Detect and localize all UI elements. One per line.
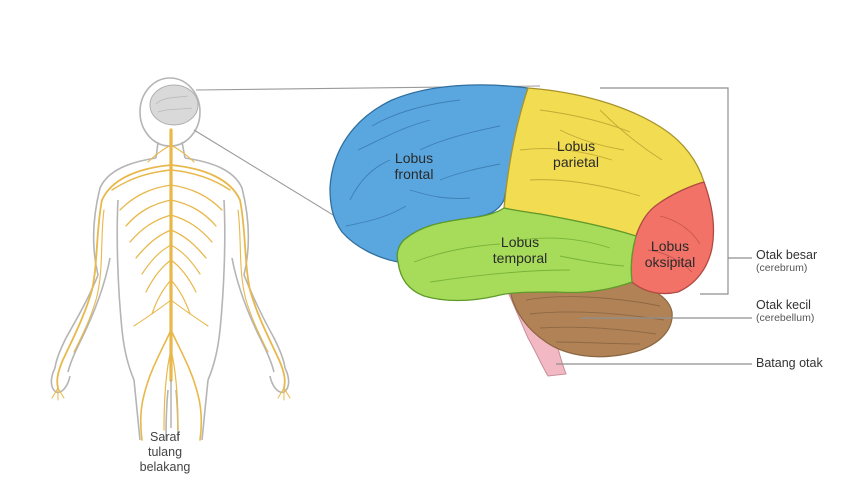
spinal-caption-line3: belakang xyxy=(125,460,205,475)
lobe-parietal-line1: Lobus xyxy=(534,138,618,154)
lobe-label-parietal: Lobus parietal xyxy=(534,138,618,170)
part-label-cerebrum: Otak besar (cerebrum) xyxy=(756,248,817,274)
lobe-label-temporal: Lobus temporal xyxy=(478,234,562,266)
lobe-occipital-line2: oksipital xyxy=(628,254,712,270)
lobe-temporal-line2: temporal xyxy=(478,250,562,266)
cerebellum-name: Otak kecil xyxy=(756,298,814,312)
lobe-label-occipital: Lobus oksipital xyxy=(628,238,712,270)
lobe-label-frontal: Lobus frontal xyxy=(372,150,456,182)
lobe-frontal-line2: frontal xyxy=(372,166,456,182)
lobe-occipital-line1: Lobus xyxy=(628,238,712,254)
cerebrum-latin: (cerebrum) xyxy=(756,262,817,274)
cerebrum-name: Otak besar xyxy=(756,248,817,262)
spinal-caption-line1: Saraf xyxy=(125,430,205,445)
lobe-parietal-line2: parietal xyxy=(534,154,618,170)
spinal-cord-caption: Saraf tulang belakang xyxy=(125,430,205,475)
part-label-cerebellum: Otak kecil (cerebellum) xyxy=(756,298,814,324)
spinal-caption-line2: tulang xyxy=(125,445,205,460)
lobe-temporal-line1: Lobus xyxy=(478,234,562,250)
brainstem-name: Batang otak xyxy=(756,356,823,370)
cerebellum-latin: (cerebellum) xyxy=(756,312,814,324)
lobe-frontal-line1: Lobus xyxy=(372,150,456,166)
part-label-brainstem: Batang otak xyxy=(756,356,823,370)
